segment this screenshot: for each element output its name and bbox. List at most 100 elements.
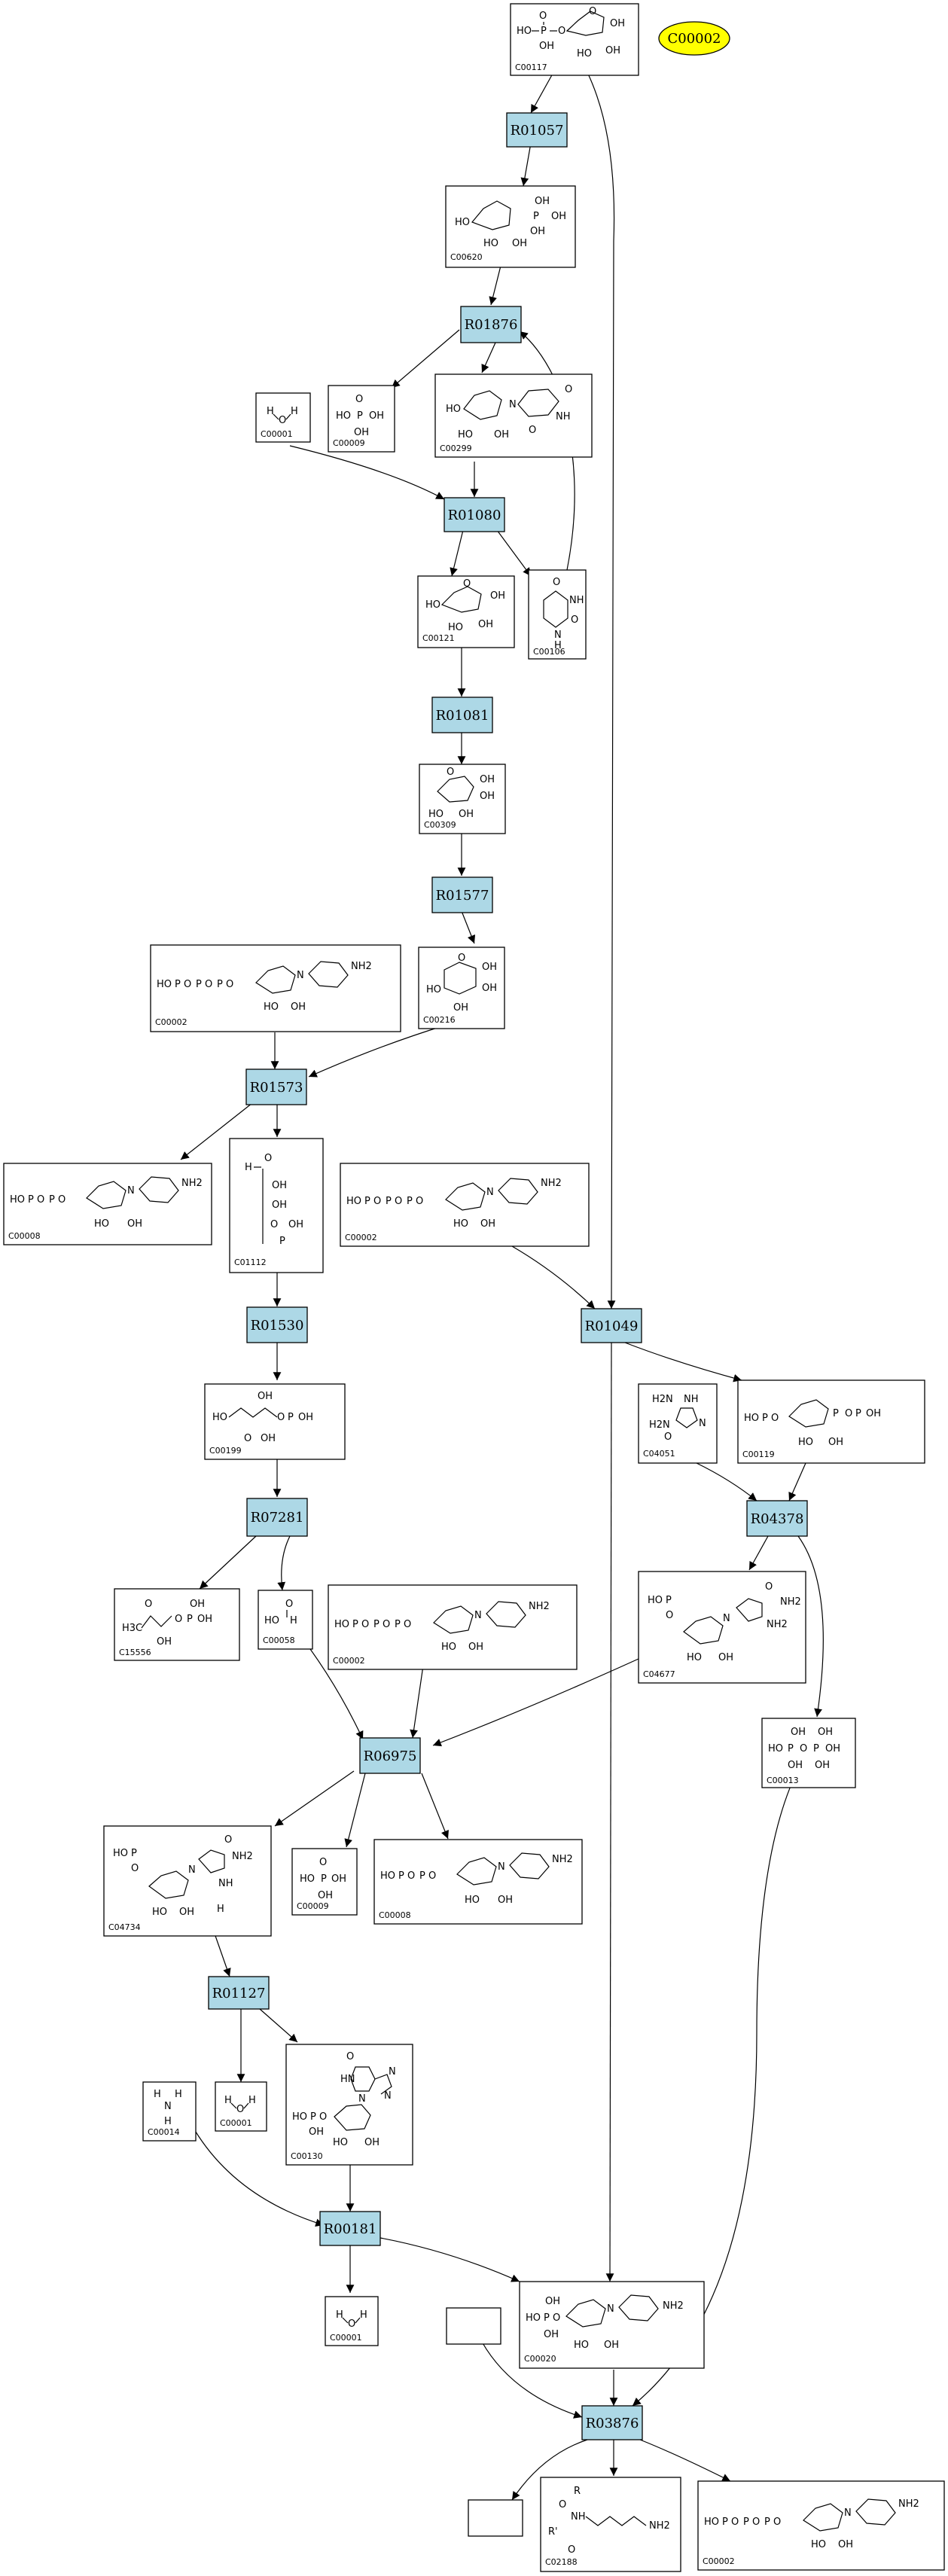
svg-text:NH2: NH2 <box>898 2498 919 2510</box>
compound-c00008[interactable]: HO P O P O N NH2 HO OH C00008 <box>3 1163 212 1245</box>
reaction-r01577[interactable]: R01577 <box>431 876 493 913</box>
reaction-label: R01080 <box>448 508 501 523</box>
svg-text:OH: OH <box>490 590 505 602</box>
compound-c00216[interactable]: O OH HO OH OH C00216 <box>418 947 505 1029</box>
svg-text:HO: HO <box>811 2539 826 2550</box>
svg-text:HO: HO <box>212 1412 227 1423</box>
edge <box>788 1462 806 1501</box>
compound-c04051[interactable]: H2N NH H2N N O C04051 <box>638 1383 718 1464</box>
compound-c00130[interactable]: O HN N N N HO P O OH HO OH C00130 <box>285 2044 413 2166</box>
compound-c00002[interactable]: HO P O P O P O N NH2 HO OH C00002 <box>697 2480 945 2571</box>
svg-text:O: O <box>800 1743 807 1754</box>
svg-text:O: O <box>175 1614 182 1625</box>
compound-c00620[interactable]: HO OH P OH OH HO OH C00620 <box>445 185 576 268</box>
svg-text:P: P <box>833 1408 839 1419</box>
svg-text:NH: NH <box>569 595 584 606</box>
svg-text:HO: HO <box>458 429 473 441</box>
compound-c00001[interactable]: H O H C00001 <box>215 2081 267 2132</box>
compound-c00002[interactable]: HO P O P O P O N NH2 HO OH C00002 <box>150 944 401 1032</box>
svg-text:N: N <box>474 1610 482 1621</box>
structure-c01112: H O OH OH O P OH <box>245 1153 303 1247</box>
svg-text:P: P <box>357 410 363 422</box>
svg-text:OH: OH <box>468 1642 483 1653</box>
reaction-r04378[interactable]: R04378 <box>746 1500 808 1537</box>
reaction-r01127[interactable]: R01127 <box>208 1976 270 2010</box>
edge <box>308 1025 445 1078</box>
compound-c01112[interactable]: H O OH OH O P OH C01112 <box>229 1138 324 1273</box>
compound-id: C00001 <box>220 2118 252 2128</box>
compound-c00199[interactable]: HO OH O P OH OH O C00199 <box>204 1383 346 1460</box>
compound-c00009[interactable]: O HO P OH OH C00009 <box>328 385 395 453</box>
compound-c04677[interactable]: HO P O N NH2 O NH2 HO OH C04677 <box>638 1571 806 1684</box>
compound-c00001[interactable]: H O H C00001 <box>255 392 311 443</box>
svg-text:O: O <box>277 1412 285 1423</box>
svg-text:OH: OH <box>197 1614 212 1625</box>
svg-text:O: O <box>224 1834 232 1846</box>
compound-c02188[interactable]: R O NH R' O NH2 C02188 <box>540 2477 681 2572</box>
compound-c04734[interactable]: HO P O N NH2 O NH HO OH H C04734 <box>103 1825 272 1937</box>
svg-text:P: P <box>722 2517 728 2528</box>
svg-text:P: P <box>541 26 547 37</box>
edge <box>274 1770 355 1827</box>
reaction-label: R01057 <box>511 123 564 139</box>
reaction-r01876[interactable]: R01876 <box>460 306 522 343</box>
compound-c00106[interactable]: O NH N H O C00106 <box>528 569 587 660</box>
compound-c00020[interactable]: OH HO P O OH N NH2 HO OH C00020 <box>519 2281 705 2369</box>
svg-text:O: O <box>58 1194 66 1206</box>
compound-c00008[interactable]: HO P O P O N NH2 HO OH C00008 <box>373 1839 583 1925</box>
svg-text:HO: HO <box>517 26 532 37</box>
svg-text:N: N <box>844 2507 852 2519</box>
svg-text:P: P <box>373 1619 380 1630</box>
svg-text:O: O <box>205 979 212 990</box>
reaction-r01057[interactable]: R01057 <box>506 112 568 148</box>
svg-text:OH: OH <box>364 2137 380 2148</box>
compound-c00299[interactable]: HO N O NH O HO OH C00299 <box>434 373 593 458</box>
compound-id: C04734 <box>108 1922 141 1932</box>
reaction-r06975[interactable]: R06975 <box>359 1737 421 1774</box>
svg-text:HO: HO <box>648 1595 663 1606</box>
compound-c00002[interactable]: HO P O P O P O N NH2 HO OH C00002 <box>328 1584 578 1670</box>
reaction-r03876[interactable]: R03876 <box>581 2405 643 2440</box>
reaction-r01573[interactable]: R01573 <box>245 1069 307 1105</box>
svg-text:N: N <box>358 2093 366 2105</box>
compound-c00014[interactable]: H N H H C00014 <box>142 2081 197 2142</box>
reaction-label: R03876 <box>586 2416 639 2431</box>
reaction-label: R01127 <box>212 1986 266 2001</box>
compound-id: C01112 <box>234 1258 267 1267</box>
svg-text:P: P <box>855 1408 861 1419</box>
compound-c00121[interactable]: HO O OH HO OH C00121 <box>417 575 515 648</box>
reaction-r00181[interactable]: R00181 <box>319 2211 381 2246</box>
compound-c00002[interactable]: HO P O P O P O N NH2 HO OH C00002 <box>340 1163 590 1247</box>
compound-c00119[interactable]: HO P O P O P OH HO OH C00119 <box>737 1379 925 1464</box>
compound-unlabeled[interactable] <box>468 2499 523 2537</box>
svg-text:NH2: NH2 <box>351 961 372 972</box>
compound-c00009[interactable]: O HO P OH OH C00009 <box>291 1848 358 1916</box>
reaction-r01530[interactable]: R01530 <box>246 1306 308 1343</box>
reaction-r01080[interactable]: R01080 <box>444 497 505 532</box>
svg-text:O: O <box>184 979 191 990</box>
edge <box>461 910 476 944</box>
svg-text:HO: HO <box>426 984 441 995</box>
svg-text:P: P <box>419 1870 425 1882</box>
svg-text:O: O <box>565 384 572 395</box>
compound-c00001[interactable]: H O H C00001 <box>325 2296 379 2346</box>
compound-c00309[interactable]: O OH OH HO OH C00309 <box>419 764 506 834</box>
svg-text:OH: OH <box>288 1219 303 1230</box>
compound-unlabeled[interactable] <box>446 2307 501 2345</box>
svg-text:OH: OH <box>309 2126 324 2138</box>
compound-c00013[interactable]: OH OH HO P O P OH OH OH C00013 <box>761 1718 856 1788</box>
highlight-node-c00002[interactable]: C00002 <box>658 21 730 56</box>
compound-c00058[interactable]: HO O H C00058 <box>258 1590 313 1650</box>
svg-text:OH: OH <box>272 1200 287 1211</box>
svg-text:N: N <box>554 630 562 641</box>
svg-text:N: N <box>607 2303 614 2315</box>
svg-text:OH: OH <box>272 1180 287 1191</box>
compound-c00117[interactable]: HO P O OH O O OH HO OH C00117 <box>510 3 639 76</box>
structure-c00020: OH HO P O OH N NH2 HO OH <box>526 2294 684 2351</box>
reaction-r01081[interactable]: R01081 <box>431 697 493 733</box>
edge <box>214 1933 231 1977</box>
reaction-r01049[interactable]: R01049 <box>581 1308 642 1343</box>
compound-c15556[interactable]: O H3C OH O P OH OH C15556 <box>114 1588 240 1661</box>
svg-text:OH: OH <box>545 2296 560 2307</box>
reaction-r07281[interactable]: R07281 <box>246 1498 308 1537</box>
